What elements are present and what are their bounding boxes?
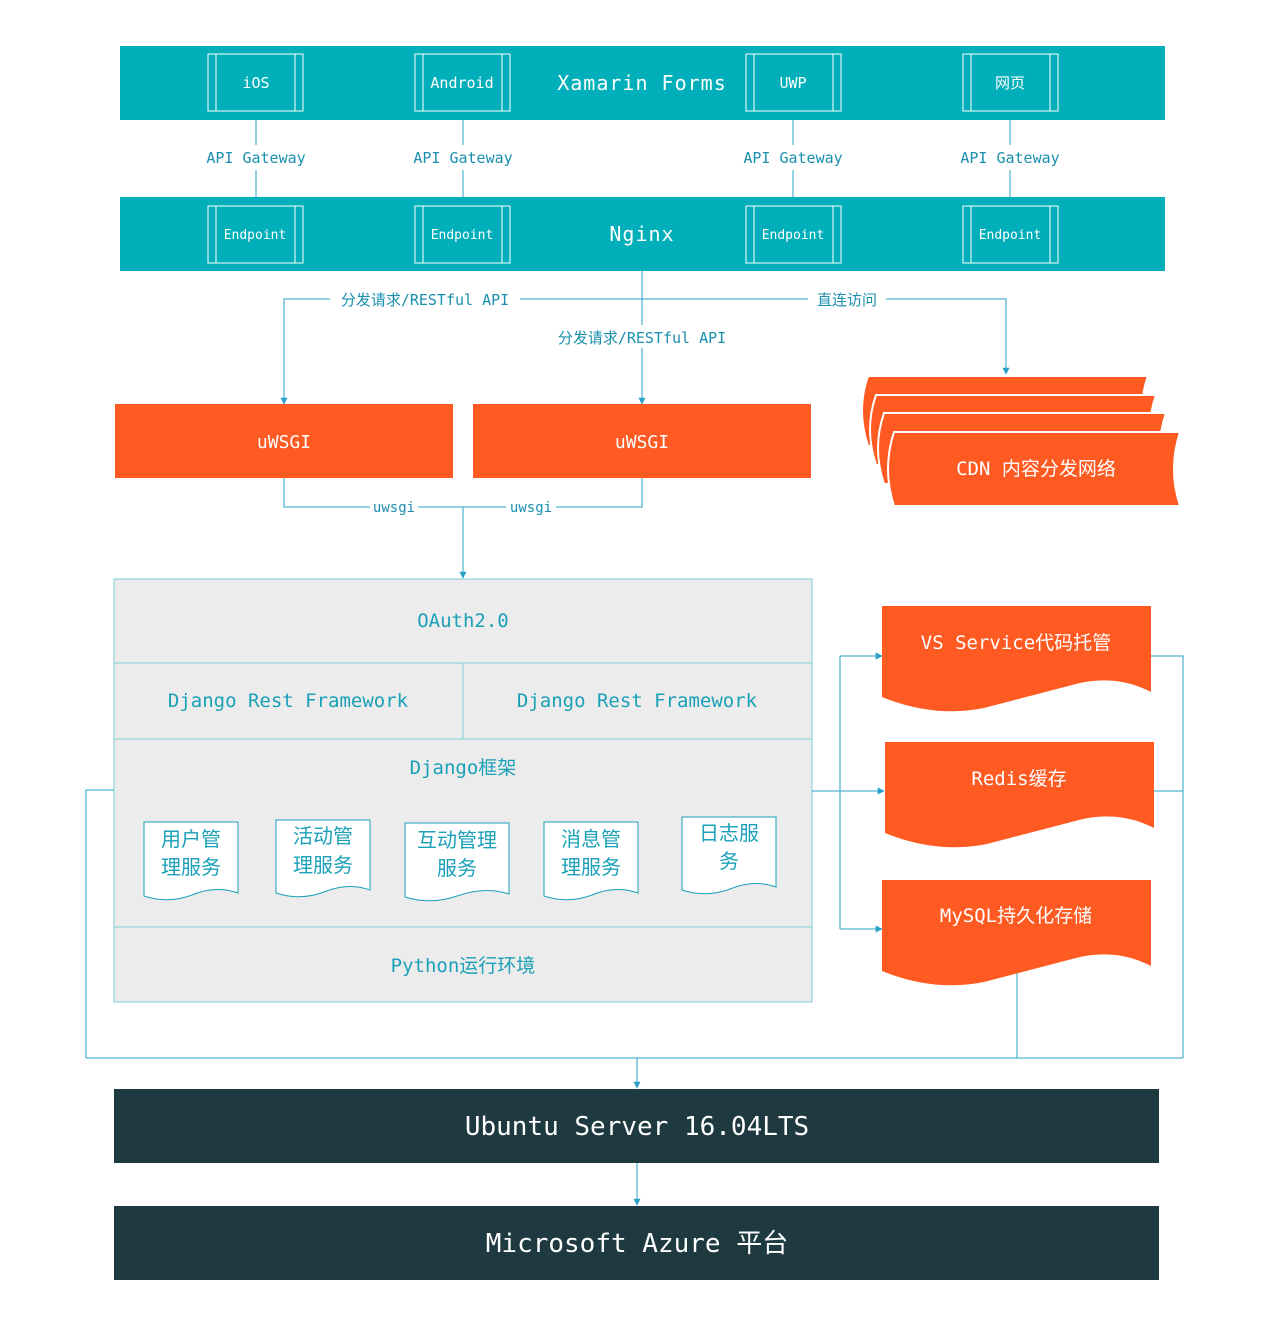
route-center-label: 分发请求/RESTful API — [558, 329, 726, 347]
service-user-line1: 用户管 — [161, 827, 221, 851]
endpoint-4: Endpoint — [962, 205, 1059, 264]
endpoint-3-label: Endpoint — [762, 228, 825, 243]
redis-box — [885, 742, 1154, 848]
uwsgi-link-left: uwsgi — [373, 500, 415, 516]
service-log: 日志服 务 — [681, 816, 777, 895]
uwsgi-left-label: uWSGI — [257, 432, 311, 453]
service-activity: 活动管 理服务 — [275, 819, 371, 898]
endpoint-4-label: Endpoint — [979, 228, 1042, 243]
route-left-label: 分发请求/RESTful API — [341, 291, 509, 309]
ubuntu-bar — [114, 1089, 1159, 1163]
app-panel — [113, 578, 813, 1003]
platform-ios: iOS — [207, 53, 304, 112]
platform-web: 网页 — [962, 53, 1059, 112]
service-message: 消息管 理服务 — [543, 821, 639, 901]
endpoint-1: Endpoint — [207, 205, 304, 264]
uwsgi-right-box — [473, 404, 811, 478]
service-user: 用户管 理服务 — [143, 821, 239, 901]
platform-uwp-label: UWP — [779, 74, 806, 92]
azure-label: Microsoft Azure 平台 — [486, 1229, 788, 1259]
uwsgi-link-right: uwsgi — [510, 500, 552, 516]
uwsgi-right-label: uWSGI — [615, 432, 669, 453]
service-activity-line2: 理服务 — [293, 853, 353, 877]
cdn-stack — [861, 375, 1182, 507]
uwsgi-left-box — [115, 404, 453, 478]
routing-connectors — [280, 271, 1010, 405]
ubuntu-label: Ubuntu Server 16.04LTS — [465, 1112, 809, 1142]
gateway-label-1: API Gateway — [206, 149, 305, 167]
azure-bar — [114, 1206, 1159, 1280]
platform-android-label: Android — [430, 74, 493, 92]
platform-uwp: UWP — [745, 53, 842, 112]
service-activity-line1: 活动管 — [293, 824, 353, 848]
drf-right-label: Django Rest Framework — [517, 690, 758, 712]
cdn-label: CDN 内容分发网络 — [956, 458, 1116, 480]
service-log-line2: 务 — [719, 849, 739, 873]
python-label: Python运行环境 — [391, 955, 536, 977]
route-cdn-label: 直连访问 — [817, 291, 877, 309]
service-interaction: 互动管理 服务 — [404, 822, 510, 902]
storage-connectors — [85, 652, 1184, 1089]
redis-label: Redis缓存 — [971, 768, 1066, 790]
nginx-title: Nginx — [609, 222, 674, 246]
service-interaction-line2: 服务 — [437, 856, 477, 880]
platform-web-label: 网页 — [995, 74, 1025, 92]
service-interaction-line1: 互动管理 — [417, 828, 497, 852]
drf-left-label: Django Rest Framework — [168, 690, 409, 712]
endpoint-3: Endpoint — [745, 205, 842, 264]
vs-service-box — [882, 606, 1151, 712]
django-label: Django框架 — [410, 757, 517, 779]
xamarin-title: Xamarin Forms — [557, 71, 727, 95]
platform-android: Android — [414, 53, 511, 112]
endpoint-2-label: Endpoint — [431, 228, 494, 243]
mysql-label: MySQL持久化存储 — [940, 905, 1092, 927]
platform-ios-label: iOS — [242, 74, 269, 92]
endpoint-2: Endpoint — [414, 205, 511, 264]
oauth-label: OAuth2.0 — [417, 610, 509, 632]
nginx-bar — [120, 197, 1165, 271]
gateway-connectors — [252, 120, 1014, 207]
gateway-label-2: API Gateway — [413, 149, 512, 167]
service-message-line1: 消息管 — [561, 827, 621, 851]
gateway-label-4: API Gateway — [960, 149, 1059, 167]
gateway-label-3: API Gateway — [743, 149, 842, 167]
xamarin-bar — [120, 46, 1165, 120]
service-log-line1: 日志服 — [699, 821, 759, 845]
service-message-line2: 理服务 — [561, 855, 621, 879]
service-user-line2: 理服务 — [161, 855, 221, 879]
vs-service-label: VS Service代码托管 — [921, 632, 1111, 654]
endpoint-1-label: Endpoint — [224, 228, 287, 243]
uwsgi-connectors — [283, 478, 643, 579]
mysql-box — [882, 880, 1151, 986]
